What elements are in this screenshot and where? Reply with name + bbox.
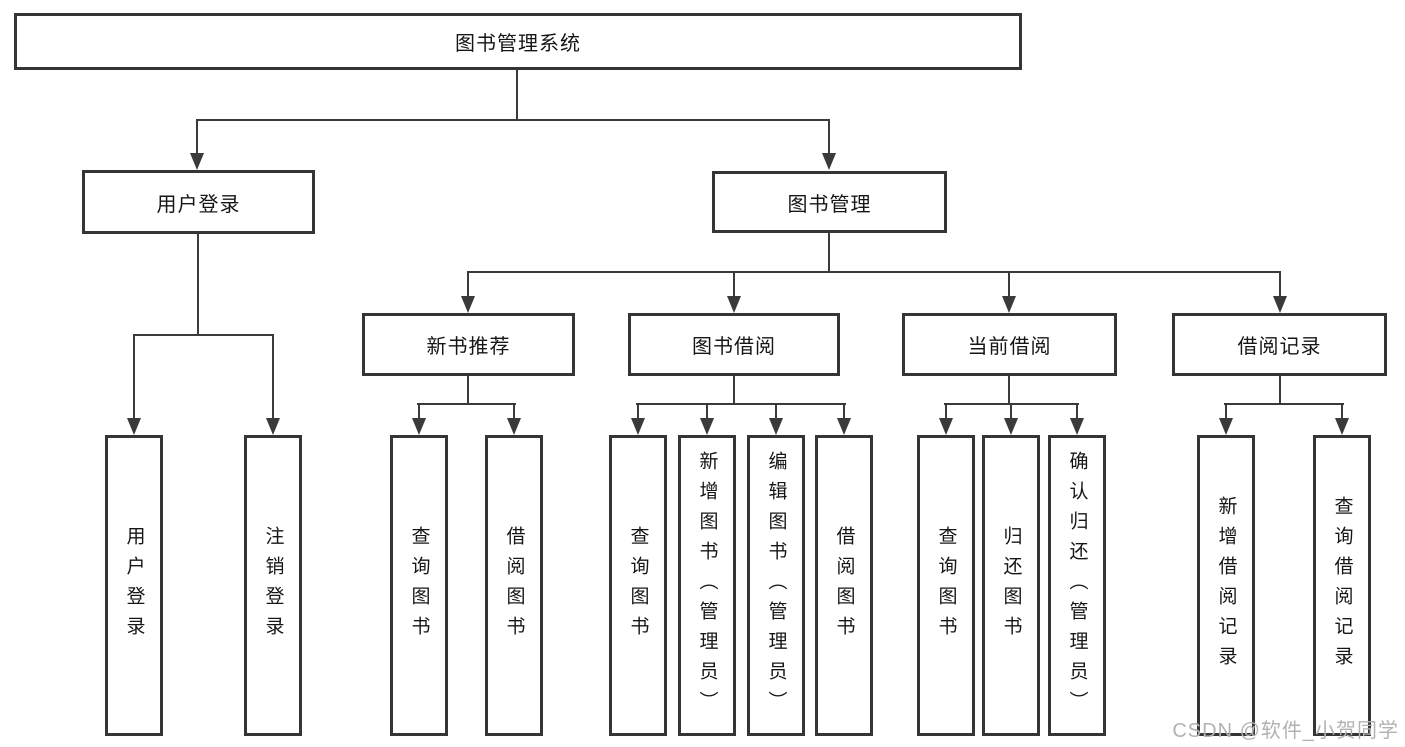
arrow-down-icon (1219, 418, 1233, 435)
connector-hline (467, 271, 1281, 273)
leaf-label: 借阅图书 (503, 525, 525, 646)
connector-hline (133, 334, 274, 336)
leaf-label: 注销登录 (262, 525, 284, 646)
node-label: 图书管理系统 (455, 33, 581, 55)
leaf-label: 用户登录 (123, 525, 145, 646)
leaf-label: 确认归还（管理员） (1066, 450, 1088, 721)
leaf-user-login: 用户登录 (105, 435, 163, 736)
node-borrowing-records: 借阅记录 (1172, 313, 1387, 376)
connector-vline (516, 69, 518, 120)
arrow-down-icon (507, 418, 521, 435)
node-new-book-recommendation: 新书推荐 (362, 313, 575, 376)
leaf-label: 归还图书 (1000, 525, 1022, 646)
connector-vline (272, 334, 274, 420)
arrow-down-icon (1335, 418, 1349, 435)
leaf-query-books-recommend: 查询图书 (390, 435, 448, 736)
connector-vline (513, 403, 515, 420)
connector-vline (467, 374, 469, 404)
arrow-down-icon (700, 418, 714, 435)
arrow-down-icon (1273, 296, 1287, 313)
connector-vline (828, 232, 830, 272)
node-label: 用户登录 (156, 193, 241, 216)
connector-vline (1010, 403, 1012, 420)
node-user-login: 用户登录 (82, 170, 315, 234)
connector-hline (417, 403, 516, 405)
connector-vline (1225, 403, 1227, 420)
leaf-logout: 注销登录 (244, 435, 302, 736)
connector-vline (133, 334, 135, 420)
arrow-down-icon (1002, 296, 1016, 313)
leaf-add-book-admin: 新增图书（管理员） (678, 435, 736, 736)
leaf-label: 新增图书（管理员） (696, 450, 718, 721)
arrow-down-icon (1004, 418, 1018, 435)
watermark-text: CSDN @软件_小贺同学 (1172, 720, 1399, 742)
leaf-label: 查询借阅记录 (1331, 495, 1353, 676)
arrow-down-icon (939, 418, 953, 435)
arrow-down-icon (190, 153, 204, 170)
leaf-borrow-books-borrowing: 借阅图书 (815, 435, 873, 736)
node-current-borrowing: 当前借阅 (902, 313, 1117, 376)
arrow-down-icon (461, 296, 475, 313)
node-label: 当前借阅 (967, 336, 1052, 358)
connector-vline (1076, 403, 1078, 420)
node-label: 新书推荐 (426, 336, 511, 358)
connector-vline (1341, 403, 1343, 420)
leaf-query-books-borrowing: 查询图书 (609, 435, 667, 736)
node-book-borrowing: 图书借阅 (628, 313, 840, 376)
connector-hline (636, 403, 846, 405)
arrow-down-icon (727, 296, 741, 313)
connector-vline (467, 271, 469, 298)
connector-vline (197, 233, 199, 335)
arrow-down-icon (822, 153, 836, 170)
arrow-down-icon (266, 418, 280, 435)
node-label: 图书管理 (787, 193, 872, 216)
node-label: 图书借阅 (692, 336, 776, 358)
node-book-management: 图书管理 (712, 171, 947, 233)
arrow-down-icon (412, 418, 426, 435)
connector-vline (828, 119, 830, 156)
leaf-label: 查询图书 (408, 525, 430, 646)
leaf-add-borrow-record: 新增借阅记录 (1197, 435, 1255, 736)
node-library-management-system: 图书管理系统 (14, 13, 1022, 70)
connector-vline (733, 374, 735, 404)
leaf-label: 查询图书 (935, 525, 957, 646)
connector-vline (775, 403, 777, 420)
connector-vline (418, 403, 420, 420)
connector-vline (1279, 374, 1281, 404)
leaf-borrow-books-recommend: 借阅图书 (485, 435, 543, 736)
arrow-down-icon (127, 418, 141, 435)
arrow-down-icon (837, 418, 851, 435)
connector-vline (1008, 374, 1010, 404)
leaf-query-borrow-record: 查询借阅记录 (1313, 435, 1371, 736)
leaf-label: 新增借阅记录 (1215, 495, 1237, 676)
leaf-label: 借阅图书 (833, 525, 855, 646)
arrow-down-icon (1070, 418, 1084, 435)
leaf-confirm-return-admin: 确认归还（管理员） (1048, 435, 1106, 736)
connector-hline (196, 119, 830, 121)
connector-vline (945, 403, 947, 420)
leaf-label: 编辑图书（管理员） (765, 450, 787, 721)
leaf-edit-book-admin: 编辑图书（管理员） (747, 435, 805, 736)
connector-hline (1224, 403, 1344, 405)
arrow-down-icon (769, 418, 783, 435)
connector-vline (733, 271, 735, 298)
connector-vline (1008, 271, 1010, 298)
node-label: 借阅记录 (1237, 336, 1322, 358)
leaf-return-books: 归还图书 (982, 435, 1040, 736)
leaf-query-books-current: 查询图书 (917, 435, 975, 736)
connector-vline (196, 119, 198, 156)
connector-vline (706, 403, 708, 420)
connector-vline (1279, 271, 1281, 298)
connector-vline (843, 403, 845, 420)
leaf-label: 查询图书 (627, 525, 649, 646)
connector-vline (637, 403, 639, 420)
arrow-down-icon (631, 418, 645, 435)
